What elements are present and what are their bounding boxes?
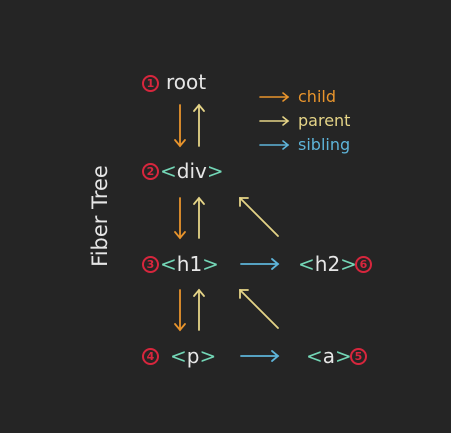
child-arrow-div-h1 xyxy=(174,197,186,240)
tag-open-bracket: < xyxy=(298,252,315,276)
legend-parent-arrow xyxy=(259,116,290,126)
node-a: <a> xyxy=(306,344,352,368)
tag-close-bracket: > xyxy=(340,252,357,276)
legend-sibling-label: sibling xyxy=(298,135,351,154)
node-h2: <h2> xyxy=(298,252,357,276)
node-a-label: a xyxy=(322,344,336,368)
node-h1: <h1> xyxy=(160,252,219,276)
tag-open-bracket: < xyxy=(160,252,177,276)
node-root: root xyxy=(166,70,206,94)
order-badge-2: 2 xyxy=(142,163,159,180)
parent-arrow-p-h1 xyxy=(193,288,205,331)
order-badge-6: 6 xyxy=(355,256,372,273)
sibling-arrow-h1-h2 xyxy=(240,258,280,270)
node-h1-label: h1 xyxy=(176,252,203,276)
tag-close-bracket: > xyxy=(202,252,219,276)
order-badge-4: 4 xyxy=(142,348,159,365)
order-badge-3: 3 xyxy=(142,256,159,273)
parent-arrow-a-h1 xyxy=(239,289,279,329)
parent-arrow-h1-div xyxy=(193,196,205,239)
sibling-arrow-p-a xyxy=(240,350,280,362)
order-badge-1: 1 xyxy=(142,75,159,92)
tag-open-bracket: < xyxy=(170,344,187,368)
tag-open-bracket: < xyxy=(160,159,177,183)
parent-arrow-div-root xyxy=(193,103,205,147)
tag-close-bracket: > xyxy=(206,159,224,183)
legend-child-label: child xyxy=(298,87,336,106)
legend-sibling-arrow xyxy=(259,140,290,150)
tag-close-bracket: > xyxy=(199,344,217,368)
tag-open-bracket: < xyxy=(306,344,323,368)
parent-arrow-h2-div xyxy=(239,197,279,237)
tag-close-bracket: > xyxy=(335,344,352,368)
legend-child-arrow xyxy=(259,92,290,102)
child-arrow-h1-p xyxy=(174,289,186,332)
node-div-label: div xyxy=(176,159,207,183)
node-root-label: root xyxy=(166,70,207,94)
legend-parent-label: parent xyxy=(298,111,351,130)
order-badge-5: 5 xyxy=(350,348,367,365)
node-div: <div> xyxy=(160,159,224,183)
node-p: <p> xyxy=(170,344,216,368)
child-arrow-root-div xyxy=(174,104,186,148)
node-p-label: p xyxy=(186,344,200,368)
node-h2-label: h2 xyxy=(314,252,341,276)
